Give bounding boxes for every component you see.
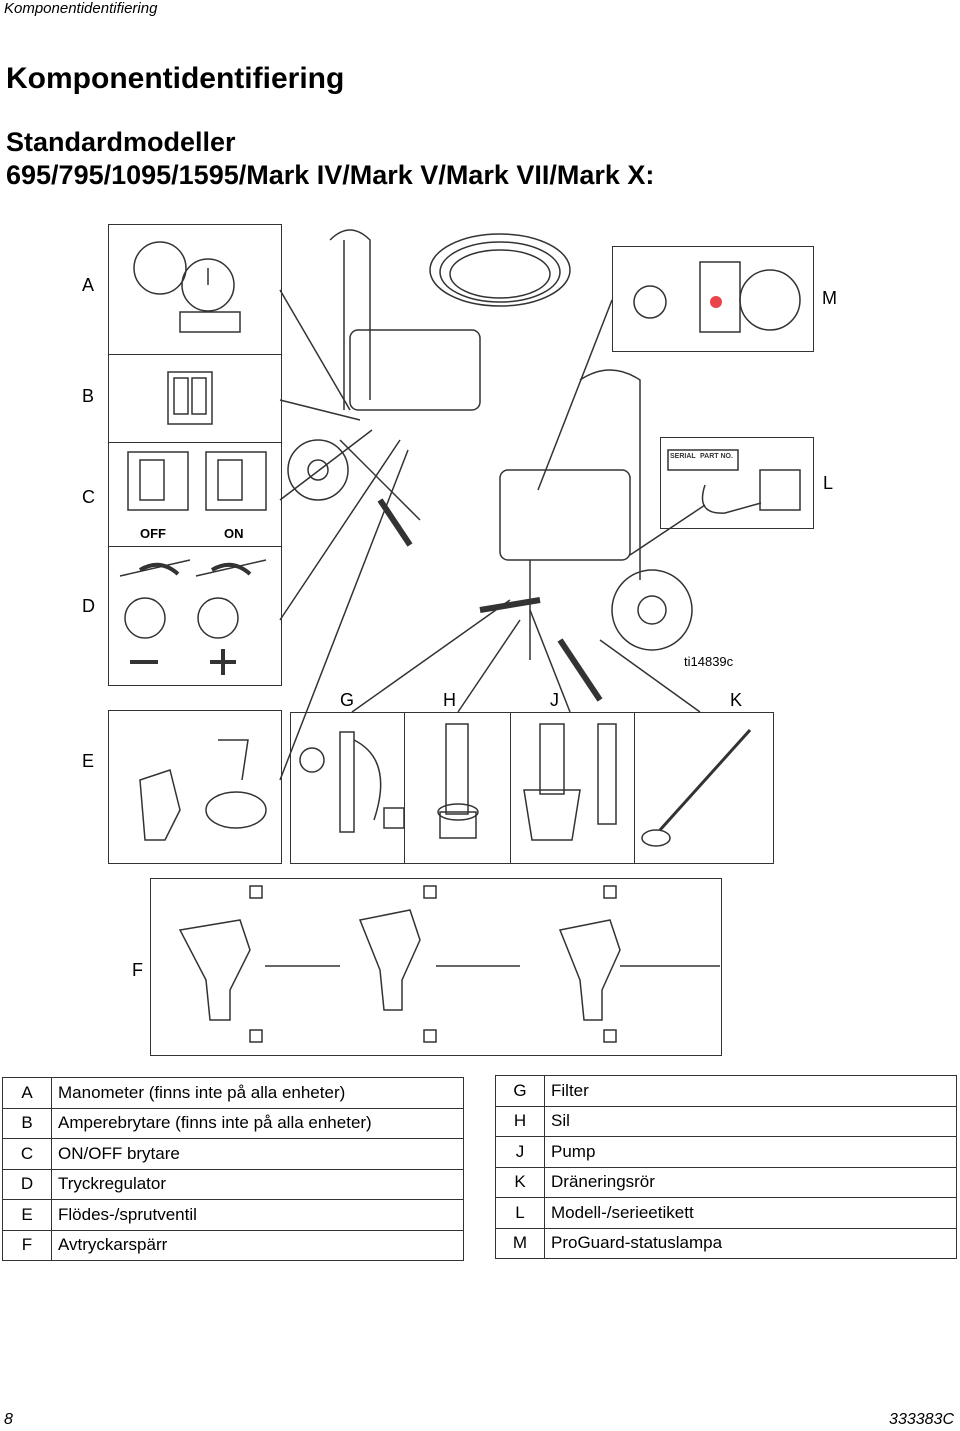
label-c: C xyxy=(82,487,95,507)
running-head: Komponentidentifiering xyxy=(4,0,158,17)
label-d: D xyxy=(82,596,95,616)
legend-key: B xyxy=(2,1107,52,1139)
legend-desc: ON/OFF brytare xyxy=(51,1138,464,1170)
label-l: L xyxy=(823,473,834,493)
panel-f-trigger-lock xyxy=(150,878,722,1056)
legend-desc: ProGuard-statuslampa xyxy=(544,1227,957,1259)
legend-desc: Avtryckarspärr xyxy=(51,1229,464,1261)
label-k: K xyxy=(730,690,743,710)
legend-key: L xyxy=(495,1197,545,1229)
legend-key: K xyxy=(495,1166,545,1198)
label-f: F xyxy=(132,960,143,980)
legend-key: D xyxy=(2,1168,52,1200)
legend-key: C xyxy=(2,1138,52,1170)
legend-desc: Filter xyxy=(544,1075,957,1107)
legend-desc: Modell-/serieetikett xyxy=(544,1197,957,1229)
label-g: G xyxy=(340,690,355,710)
document-number: 333383C xyxy=(889,1411,954,1428)
legend-desc: Manometer (finns inte på alla enheter) xyxy=(51,1077,464,1109)
panel-l-serial-label xyxy=(660,437,814,529)
panel-g-filter xyxy=(290,712,406,864)
label-e: E xyxy=(82,751,95,771)
legend-desc: Flödes-/sprutventil xyxy=(51,1199,464,1231)
page-subtitle: Standardmodeller 695/795/1095/1595/Mark … xyxy=(6,126,654,192)
label-b: B xyxy=(82,386,95,406)
legend-key: A xyxy=(2,1077,52,1109)
panel-c-switch xyxy=(108,442,282,548)
panel-a-gauge xyxy=(108,224,282,356)
panel-b-breaker xyxy=(108,354,282,444)
legend-key: E xyxy=(2,1199,52,1231)
page-title: Komponentidentifiering xyxy=(6,62,345,95)
panel-j-pump xyxy=(510,712,636,864)
legend-key: G xyxy=(495,1075,545,1107)
legend-desc: Pump xyxy=(544,1136,957,1168)
serial-label-text: SERIAL xyxy=(670,453,696,460)
page-number: 8 xyxy=(4,1411,13,1428)
legend-desc: Sil xyxy=(544,1105,957,1137)
status-lamp-indicator xyxy=(710,296,722,308)
legend-key: J xyxy=(495,1136,545,1168)
legend-key: F xyxy=(2,1229,52,1261)
legend-key: M xyxy=(495,1227,545,1259)
part-no-label-text: PART NO. xyxy=(700,453,733,460)
switch-on-label: ON xyxy=(224,526,244,541)
panel-e-prime-valve xyxy=(108,710,282,864)
legend-desc: Tryckregulator xyxy=(51,1168,464,1200)
panel-k-drain-tube xyxy=(634,712,774,864)
switch-off-label: OFF xyxy=(140,526,166,541)
legend-key: H xyxy=(495,1105,545,1137)
label-h: H xyxy=(443,690,456,710)
label-m: M xyxy=(822,288,837,308)
figure-ref-id: ti14839c xyxy=(684,654,734,669)
legend-desc: Dräneringsrör xyxy=(544,1166,957,1198)
label-a: A xyxy=(82,275,95,295)
legend-desc: Amperebrytare (finns inte på alla enhete… xyxy=(51,1107,464,1139)
label-j: J xyxy=(550,690,559,710)
subtitle-line-1: Standardmodeller xyxy=(6,127,236,157)
subtitle-line-2: 695/795/1095/1595/Mark IV/Mark V/Mark VI… xyxy=(6,160,655,190)
